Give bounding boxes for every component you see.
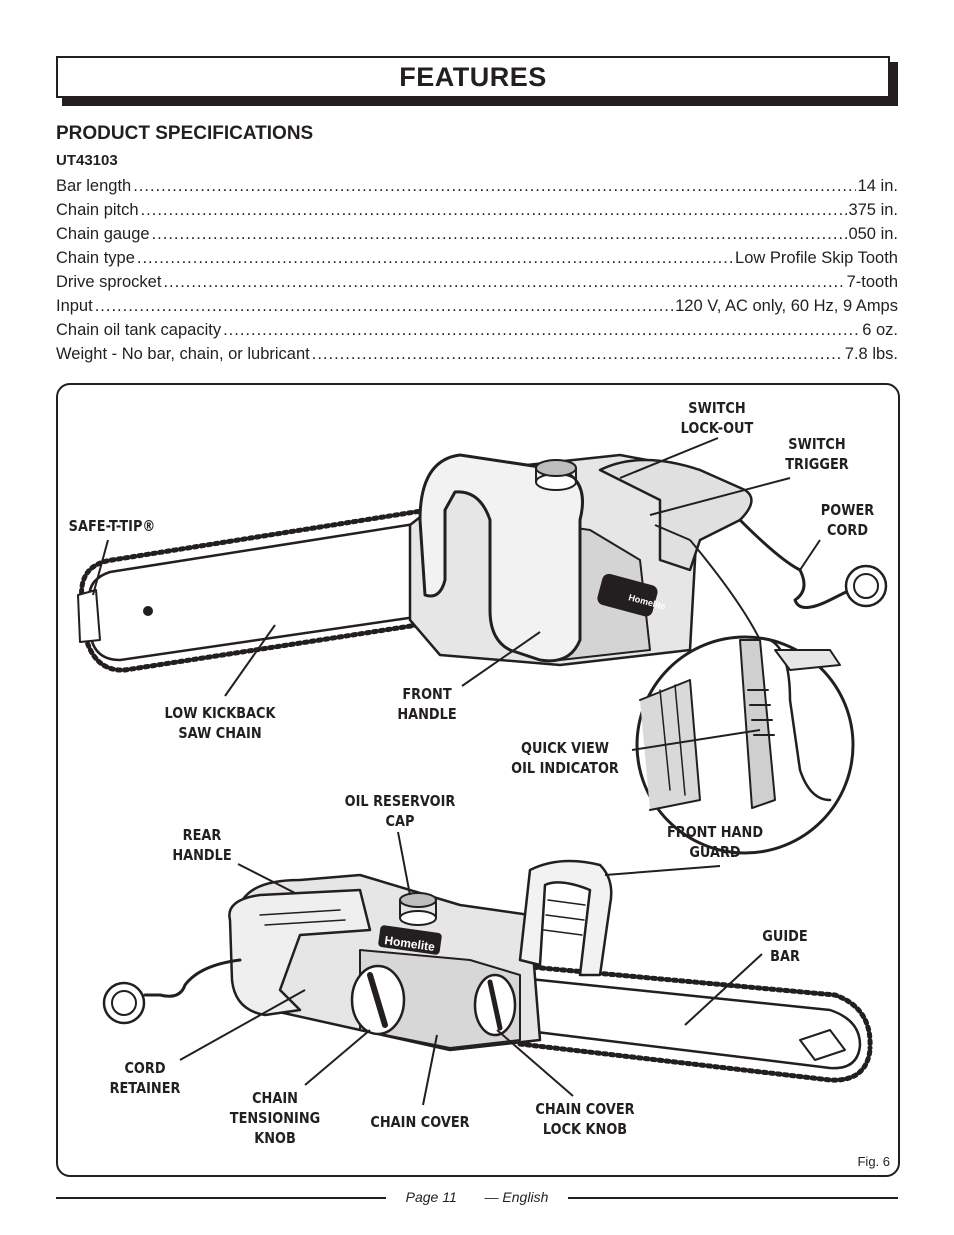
oil-indicator-magnifier: [635, 635, 855, 855]
section-header: FEATURES: [56, 56, 890, 98]
callout-front-hand-guard: FRONT HAND GUARD: [666, 823, 764, 861]
callout-leader-lines: [92, 437, 821, 1106]
bottom-power-cord: [143, 958, 242, 998]
spec-value: Low Profile Skip Tooth: [735, 249, 898, 267]
figure-caption: Fig. 6: [857, 1154, 890, 1169]
spec-row: Drive sprocket 7-tooth: [56, 273, 898, 297]
spec-row: Chain pitch .375 in.: [56, 201, 898, 225]
spec-row: Weight - No bar, chain, or lubricant 7.8 …: [56, 345, 898, 369]
callout-low-kickback-saw-chain: LOW KICKBACK SAW CHAIN: [164, 704, 276, 742]
footer-language: — English: [474, 1189, 559, 1205]
callout-rear-handle: REAR HANDLE: [172, 826, 232, 864]
bottom-guide-bar: [517, 963, 873, 1083]
bottom-lock-knob: [473, 973, 517, 1037]
callout-chain-cover-lock-knob: CHAIN COVER LOCK KNOB: [535, 1100, 635, 1138]
spec-label: Input: [56, 297, 93, 315]
callout-chain-cover: CHAIN COVER: [370, 1113, 470, 1131]
top-oil-cap: [535, 459, 577, 491]
specifications-heading: PRODUCT SPECIFICATIONS: [56, 123, 314, 144]
spec-value: 6 oz.: [862, 321, 898, 339]
callout-front-handle: FRONT HANDLE: [397, 685, 457, 723]
bottom-front-hand-guard: [518, 859, 613, 977]
callout-quick-view-oil-indicator: QUICK VIEW OIL INDICATOR: [511, 739, 619, 777]
spec-row: Input 120 V, AC only, 60 Hz, 9 Amps: [56, 297, 898, 321]
top-safe-t-tip: [77, 589, 101, 643]
spec-value: .050 in.: [843, 225, 898, 243]
spec-row: Chain type Low Profile Skip Tooth: [56, 249, 898, 273]
page-footer: Page 11 — English: [0, 1189, 954, 1205]
specifications-list: Bar length14 in.Chain pitch.375 in.Chain…: [56, 177, 898, 369]
spec-value: 120 V, AC only, 60 Hz, 9 Amps: [675, 297, 898, 315]
top-plug: [844, 564, 888, 608]
callout-chain-tensioning-knob: CHAIN TENSIONING KNOB: [229, 1089, 321, 1147]
spec-label: Weight - No bar, chain, or lubricant: [56, 345, 310, 363]
spec-label: Chain pitch: [56, 201, 139, 219]
spec-row: Chain oil tank capacity 6 oz.: [56, 321, 898, 345]
page-number: Page 11: [395, 1189, 467, 1205]
figure-frame: [56, 383, 900, 1177]
top-power-cord: [738, 518, 852, 609]
bottom-plug: [102, 981, 146, 1025]
callout-guide-bar: GUIDE BAR: [762, 927, 808, 965]
spec-value: 7.8 lbs.: [844, 345, 898, 363]
spec-value: 7-tooth: [846, 273, 898, 291]
spec-label: Chain oil tank capacity: [56, 321, 222, 339]
callout-power-cord: POWER CORD: [820, 501, 875, 539]
spec-value: 14 in.: [857, 177, 898, 195]
bottom-tensioning-knob: [350, 964, 406, 1036]
callout-cord-retainer: CORD RETAINER: [109, 1059, 181, 1097]
model-number: UT43103: [56, 152, 118, 169]
spec-row: Chain gauge .050 in.: [56, 225, 898, 249]
page-title: FEATURES: [399, 61, 547, 92]
top-front-handle: [418, 453, 584, 663]
bottom-oil-cap: [399, 892, 437, 926]
callout-safe-t-tip: SAFE-T-TIP®: [68, 517, 156, 535]
spec-row: Bar length 14 in.: [56, 177, 898, 201]
spec-value: .375 in.: [843, 201, 898, 219]
spec-label: Drive sprocket: [56, 273, 162, 291]
spec-label: Bar length: [56, 177, 132, 195]
spec-label: Chain type: [56, 249, 135, 267]
callout-switch-lock-out: SWITCH LOCK-OUT: [680, 399, 754, 437]
callout-oil-reservoir-cap: OIL RESERVOIR CAP: [344, 792, 456, 830]
spec-label: Chain gauge: [56, 225, 150, 243]
callout-switch-trigger: SWITCH TRIGGER: [785, 435, 849, 473]
